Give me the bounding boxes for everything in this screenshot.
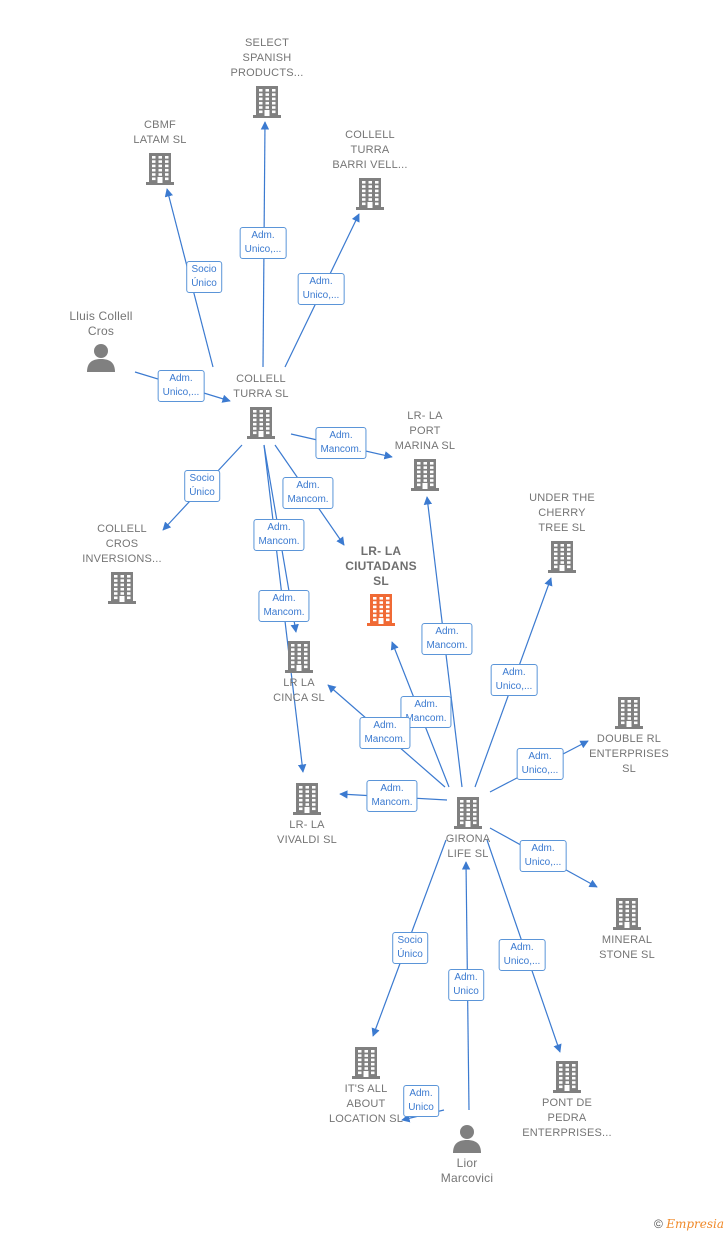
node-its_all[interactable]: IT'S ALL ABOUT LOCATION SL <box>296 1042 436 1127</box>
node-label: COLLELL TURRA SL <box>233 373 289 400</box>
node-lior[interactable]: Lior Marcovici <box>397 1120 537 1186</box>
node-select_spanish[interactable]: SELECT SPANISH PRODUCTS... <box>197 36 337 121</box>
node-lr_ciutadans[interactable]: LR- LA CIUTADANS SL <box>311 544 451 629</box>
building-icon <box>146 153 174 185</box>
edge-label[interactable]: Socio Único <box>392 932 428 964</box>
node-label: IT'S ALL ABOUT LOCATION SL <box>328 1083 404 1125</box>
copyright-symbol: © <box>654 1217 663 1231</box>
building-icon <box>293 783 321 815</box>
edge-label[interactable]: Adm. Mancom. <box>359 717 411 749</box>
edge-label[interactable]: Adm. Mancom. <box>253 519 305 551</box>
node-label: UNDER THE CHERRY TREE SL <box>529 492 595 534</box>
node-lr_vivaldi[interactable]: LR- LA VIVALDI SL <box>237 778 377 848</box>
person-icon <box>453 1125 481 1153</box>
edge-label[interactable]: Adm. Unico <box>403 1085 439 1117</box>
edge-label[interactable]: Adm. Unico,... <box>516 748 564 780</box>
highlight-building-icon <box>367 594 395 626</box>
edge-label[interactable]: Adm. Unico,... <box>498 939 546 971</box>
building-icon <box>454 797 482 829</box>
edge-label[interactable]: Adm. Unico <box>448 969 484 1001</box>
node-label: COLLELL TURRA BARRI VELL... <box>332 129 408 171</box>
node-label: MINERAL STONE SL <box>599 934 655 961</box>
edge-label[interactable]: Adm. Mancom. <box>282 477 334 509</box>
building-icon <box>356 178 384 210</box>
edge-label[interactable]: Socio Único <box>184 470 220 502</box>
node-label: DOUBLE RL ENTERPRISES SL <box>589 733 669 775</box>
node-collell_barri[interactable]: COLLELL TURRA BARRI VELL... <box>300 128 440 213</box>
node-double_rl[interactable]: DOUBLE RL ENTERPRISES SL <box>559 692 699 777</box>
edge-label[interactable]: Adm. Unico,... <box>157 370 205 402</box>
node-lluis[interactable]: Lluis Collell Cros <box>31 309 171 375</box>
node-label: Lluis Collell Cros <box>69 309 133 338</box>
node-label: LR- LA CIUTADANS SL <box>345 544 417 588</box>
building-icon <box>247 407 275 439</box>
person-icon <box>87 344 115 372</box>
node-label: PONT DE PEDRA ENTERPRISES... <box>522 1097 612 1139</box>
building-icon <box>615 697 643 729</box>
edge-label[interactable]: Adm. Mancom. <box>400 696 452 728</box>
node-label: CBMF LATAM SL <box>133 119 187 146</box>
node-label: COLLELL CROS INVERSIONS... <box>82 523 162 565</box>
node-collell_turra[interactable]: COLLELL TURRA SL <box>191 372 331 442</box>
node-label: LR LA CINCA SL <box>273 677 325 704</box>
node-label: GIRONA LIFE SL <box>445 833 491 860</box>
building-icon <box>411 459 439 491</box>
edge-label[interactable]: Adm. Mancom. <box>366 780 418 812</box>
edge-label[interactable]: Adm. Mancom. <box>421 623 473 655</box>
building-icon <box>613 898 641 930</box>
building-icon <box>548 541 576 573</box>
building-icon <box>253 86 281 118</box>
node-cbmf[interactable]: CBMF LATAM SL <box>90 118 230 188</box>
brand-logo[interactable]: Empresia <box>666 1217 724 1231</box>
edge-label[interactable]: Adm. Mancom. <box>258 590 310 622</box>
building-icon <box>285 641 313 673</box>
node-pont[interactable]: PONT DE PEDRA ENTERPRISES... <box>497 1056 637 1141</box>
edge-label[interactable]: Adm. Unico,... <box>490 664 538 696</box>
node-label: Lior Marcovici <box>440 1156 494 1185</box>
building-icon <box>108 572 136 604</box>
footer: © Empresia <box>654 1217 724 1231</box>
edge-label[interactable]: Socio Único <box>186 261 222 293</box>
edge-label[interactable]: Adm. Unico,... <box>297 273 345 305</box>
node-lr_cinca[interactable]: LR LA CINCA SL <box>229 636 369 706</box>
node-label: LR- LA VIVALDI SL <box>277 819 337 846</box>
edge-label[interactable]: Adm. Mancom. <box>315 427 367 459</box>
edge-label[interactable]: Adm. Unico,... <box>239 227 287 259</box>
building-icon <box>352 1047 380 1079</box>
node-label: LR- LA PORT MARINA SL <box>394 410 456 452</box>
building-icon <box>553 1061 581 1093</box>
node-lr_port[interactable]: LR- LA PORT MARINA SL <box>355 409 495 494</box>
node-under_cherry[interactable]: UNDER THE CHERRY TREE SL <box>492 491 632 576</box>
node-label: SELECT SPANISH PRODUCTS... <box>230 37 304 79</box>
node-mineral[interactable]: MINERAL STONE SL <box>557 893 697 963</box>
node-girona[interactable]: GIRONA LIFE SL <box>398 792 538 862</box>
node-collell_cros[interactable]: COLLELL CROS INVERSIONS... <box>52 522 192 607</box>
edge-label[interactable]: Adm. Unico,... <box>519 840 567 872</box>
